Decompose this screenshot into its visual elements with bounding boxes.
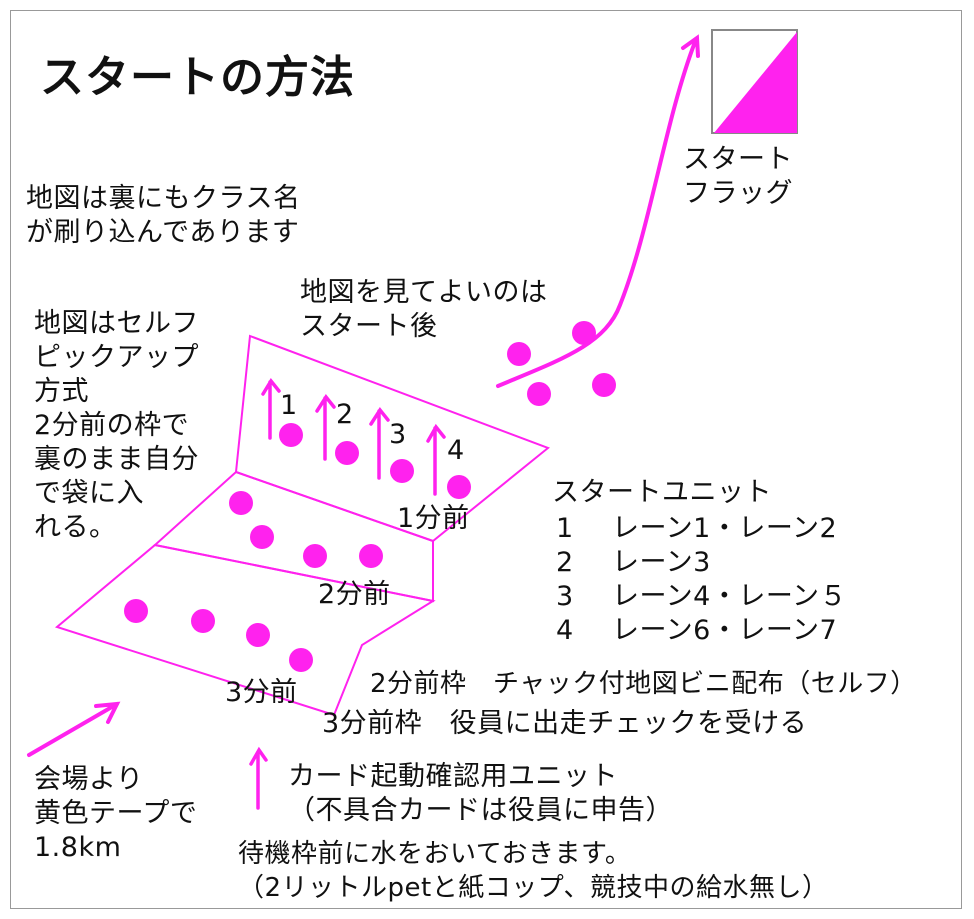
- water-note-line: 待機枠前に水をおいておきます。: [238, 839, 632, 869]
- page-title: スタートの方法: [40, 52, 355, 103]
- water-note: 待機枠前に水をおいておきます。 （2リットルpetと紙コップ、競技中の給水無し）: [238, 837, 828, 905]
- venue-note-line: 黄色テープで: [34, 798, 198, 829]
- start-unit-lanes: レーン3: [612, 547, 711, 578]
- map-back-note-line: 地図は裏にもクラス名: [26, 183, 301, 214]
- start-units-heading: スタートユニット: [552, 477, 772, 508]
- card-unit-note-line: カード起動確認用ユニット: [288, 761, 618, 792]
- start-units-list: 1 レーン1・レーン2 2 レーン3 3 レーン4・レーン５ 4 レーン6・レーン7: [556, 512, 847, 648]
- lane-number-2: 2: [336, 399, 354, 430]
- self-pickup-note-line: 方式: [34, 376, 89, 407]
- lane-number-1: 1: [280, 390, 298, 421]
- start-flag-label: スタート フラッグ: [683, 143, 793, 211]
- start-unit-lanes: レーン4・レーン５: [612, 581, 847, 612]
- start-flag-label-line: スタート: [683, 144, 793, 175]
- two-minute-frame-note: 2分前枠 チャック付地図ビニ配布（セルフ）: [370, 669, 917, 699]
- venue-note: 会場より 黄色テープで 1.8km: [34, 763, 197, 865]
- start-unit-row: 1 レーン1・レーン2: [556, 512, 847, 546]
- three-minute-box: [54, 543, 436, 717]
- self-pickup-note-line: 裏のまま自分: [34, 444, 199, 475]
- map-view-note-line: スタート後: [300, 311, 438, 342]
- lane-marks: [261, 377, 446, 496]
- runner-dots: [124, 423, 471, 672]
- start-flag-icon: [711, 29, 798, 134]
- after-start-dots: [507, 321, 616, 406]
- start-unit-number: 4: [556, 615, 574, 646]
- map-view-note-line: 地図を見てよいのは: [300, 277, 548, 308]
- three-minute-frame-note: 3分前枠 役員に出走チェックを受ける: [322, 708, 808, 739]
- two-minute-label: 2分前: [318, 579, 391, 610]
- venue-note-line: 1.8km: [34, 832, 122, 863]
- map-view-note: 地図を見てよいのは スタート後: [300, 276, 548, 344]
- start-unit-number: 3: [556, 581, 574, 612]
- map-back-note-line: が刷り込んであります: [26, 217, 300, 248]
- slide-frame: [10, 10, 962, 909]
- start-unit-number: 2: [556, 547, 574, 578]
- start-flag-label-line: フラッグ: [683, 178, 793, 209]
- three-minute-label: 3分前: [225, 677, 298, 708]
- self-pickup-note-line: ピックアップ: [34, 342, 199, 373]
- card-unit-marker: [249, 746, 268, 810]
- start-unit-row: 4 レーン6・レーン7: [556, 614, 847, 648]
- lane-number-4: 4: [447, 435, 465, 466]
- self-pickup-note-line: れる。: [34, 512, 117, 543]
- self-pickup-note-line: 地図はセルフ: [34, 308, 199, 339]
- start-unit-row: 3 レーン4・レーン５: [556, 580, 847, 614]
- lane-number-3: 3: [389, 419, 407, 450]
- start-unit-number: 1: [556, 513, 574, 544]
- start-unit-lanes: レーン1・レーン2: [612, 513, 838, 544]
- start-unit-row: 2 レーン3: [556, 546, 847, 580]
- start-unit-lanes: レーン6・レーン7: [612, 615, 838, 646]
- waiting-boxes: [54, 334, 550, 717]
- one-minute-label: 1分前: [397, 503, 470, 534]
- venue-note-line: 会場より: [34, 764, 144, 795]
- self-pickup-note: 地図はセルフ ピックアップ 方式 2分前の枠で 裏のまま自分 で袋に入 れる。: [34, 307, 199, 545]
- self-pickup-note-line: で袋に入: [34, 478, 144, 509]
- route-arrow-to-flag: [496, 34, 700, 388]
- card-unit-note-line: （不具合カードは役員に申告）: [288, 795, 673, 826]
- map-back-note: 地図は裏にもクラス名 が刷り込んであります: [26, 182, 300, 250]
- self-pickup-note-line: 2分前の枠で: [34, 410, 190, 441]
- card-unit-note: カード起動確認用ユニット （不具合カードは役員に申告）: [288, 760, 673, 828]
- venue-arrow: [27, 701, 121, 757]
- water-note-line: （2リットルpetと紙コップ、競技中の給水無し）: [238, 873, 829, 903]
